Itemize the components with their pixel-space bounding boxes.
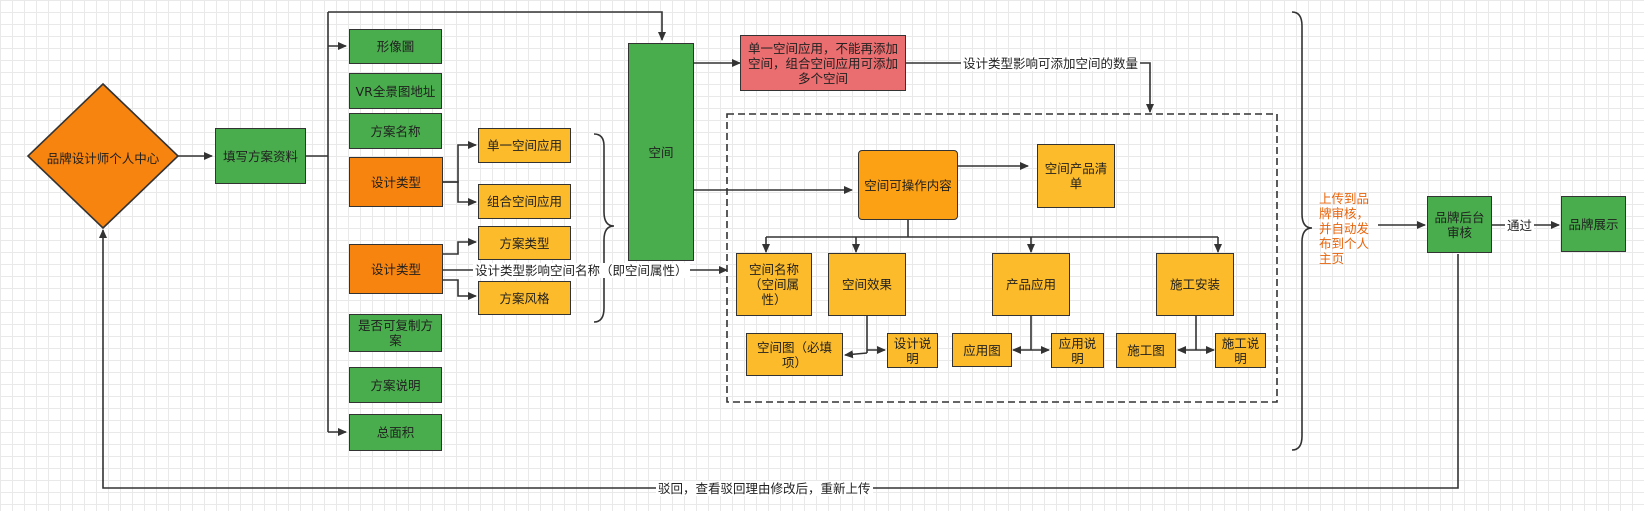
node-design-type-1: 设计类型 (349, 157, 443, 207)
node-single-space-app: 单一空间应用 (478, 128, 571, 163)
node-product-application: 产品应用 (992, 253, 1070, 316)
label-reject: 驳回，查看驳回理由修改后，重新上传 (656, 481, 873, 496)
node-application-image: 应用图 (952, 333, 1012, 367)
node-copyable-plan: 是否可复制方案 (349, 314, 442, 352)
edge-type2-to-plantype (443, 238, 477, 255)
node-space-operable: 空间可操作内容 (858, 150, 958, 220)
space-operations-panel (726, 113, 1278, 403)
brace-all-content (1291, 11, 1313, 451)
node-total-area: 总面积 (349, 414, 442, 451)
node-design-desc: 设计说明 (887, 333, 938, 368)
node-application-desc: 应用说明 (1051, 333, 1104, 368)
node-construction-desc: 施工说明 (1215, 333, 1266, 368)
label-type-affects-count: 设计类型影响可添加空间的数量 (961, 56, 1141, 71)
node-vr-address: VR全景图地址 (349, 73, 442, 109)
node-brand-backend-review: 品牌后台审核 (1427, 196, 1492, 253)
node-space-rule: 单一空间应用，不能再添加空间，组合空间应用可添加多个空间 (740, 35, 906, 91)
node-space-product-list: 空间产品清单 (1037, 144, 1115, 208)
node-space-image-required: 空间图（必填项） (746, 333, 843, 376)
node-space-effect: 空间效果 (828, 253, 906, 316)
edge-trunk-to-space (328, 11, 666, 41)
brace-sub-options (593, 133, 615, 323)
node-plan-desc: 方案说明 (349, 367, 442, 403)
node-space-name-attr: 空间名称（空间属性） (736, 253, 812, 316)
node-designer-center: 品牌设计师个人中心 (46, 151, 160, 166)
node-plan-style: 方案风格 (478, 281, 571, 315)
node-construction-install: 施工安装 (1156, 253, 1234, 316)
node-construction-image: 施工图 (1116, 333, 1176, 368)
designer-center-diamond (26, 82, 180, 230)
node-design-type-2: 设计类型 (349, 244, 443, 294)
note-upload-review: 上传到品牌审核，并自动发布到个人主页 (1319, 191, 1370, 266)
edge-type1-to-combo (443, 181, 477, 206)
node-brand-display: 品牌展示 (1561, 196, 1626, 252)
node-plan-type: 方案类型 (478, 226, 571, 260)
node-fill-plan: 填写方案资料 (215, 128, 306, 184)
label-type-affects-name: 设计类型影响空间名称（即空间属性） (473, 263, 690, 278)
node-plan-name: 方案名称 (349, 113, 442, 149)
edge-type2-to-style (443, 279, 477, 300)
node-space: 空间 (628, 43, 694, 261)
node-combo-space-app: 组合空间应用 (478, 184, 571, 219)
label-pass: 通过 (1505, 218, 1535, 233)
edge-effect-to-space-image (844, 350, 868, 359)
node-image-circle: 形像圖 (349, 29, 442, 64)
edge-type1-to-single (443, 141, 477, 183)
